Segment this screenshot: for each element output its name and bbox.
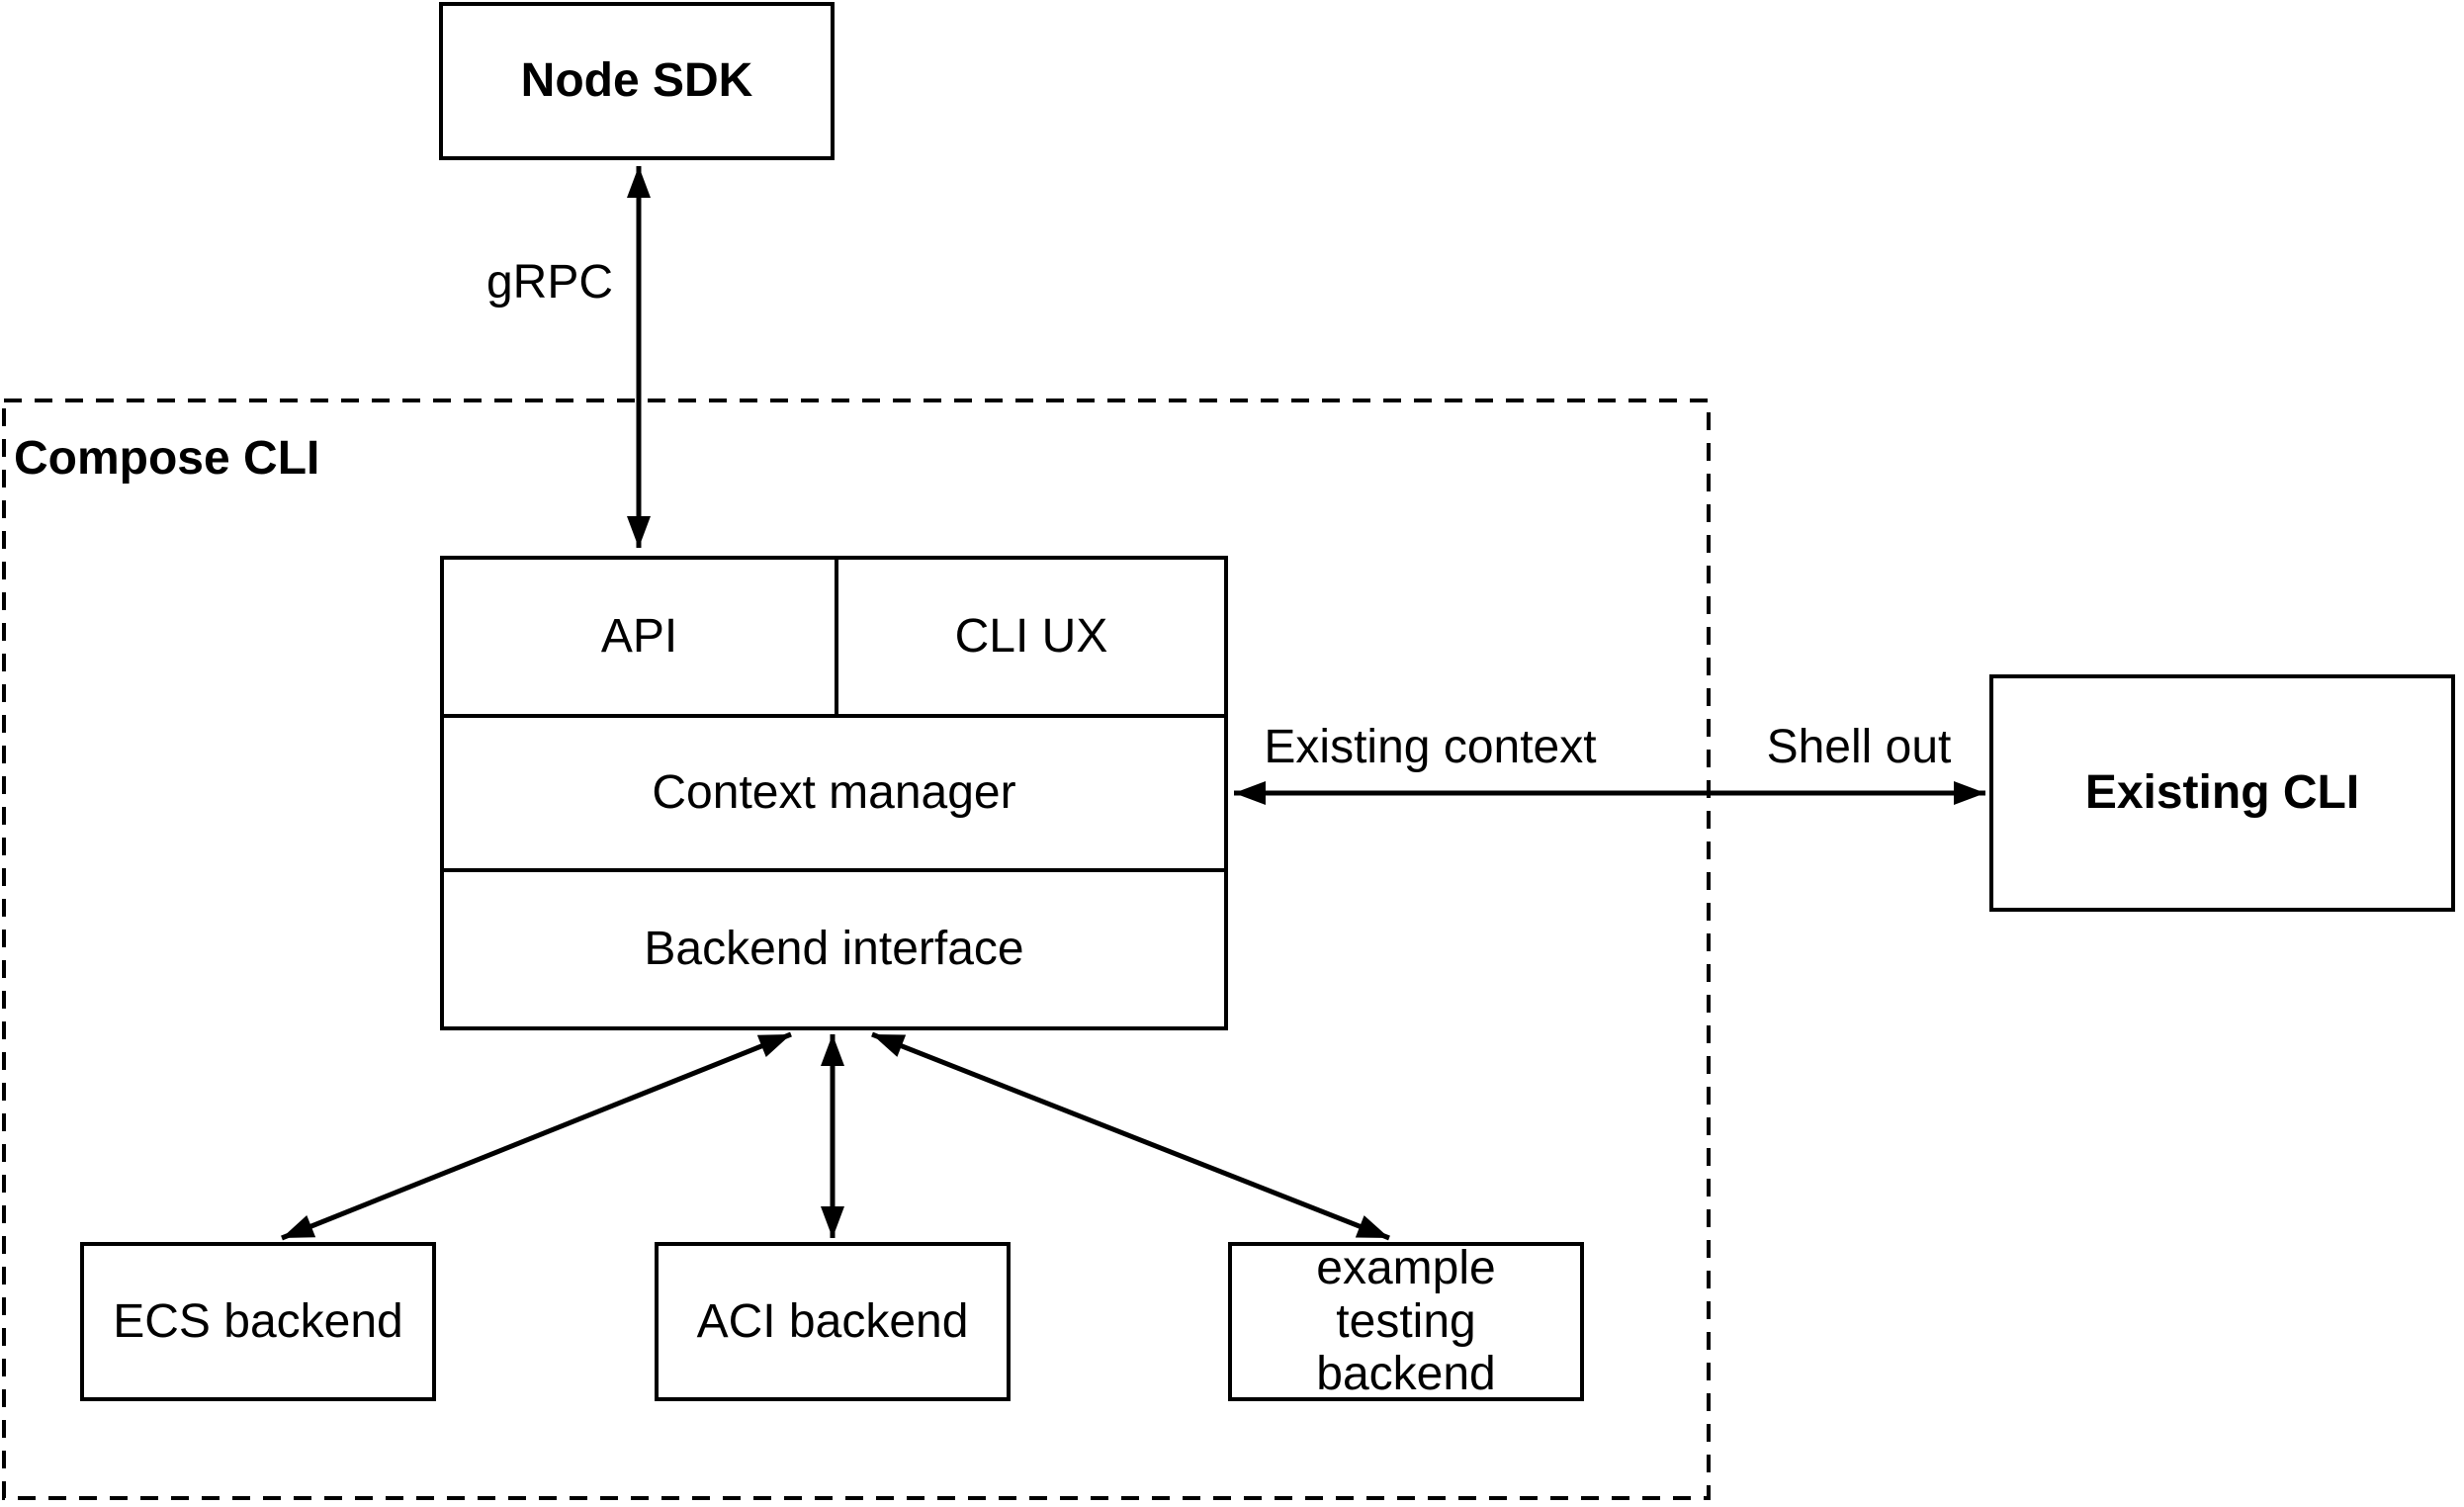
api-cliux-divider (835, 560, 838, 714)
existing-context-edge-label: Existing context (1264, 721, 1597, 773)
backend-interface-cell: Backend interface (444, 872, 1224, 1026)
cli-ux-cell: CLI UX (838, 560, 1224, 714)
shell-out-edge-label: Shell out (1766, 721, 1952, 773)
row-divider-2 (444, 868, 1224, 872)
ecs-backend-box: ECS backend (80, 1242, 436, 1401)
ecs-backend-label: ECS backend (113, 1294, 403, 1348)
row-divider-1 (444, 714, 1224, 718)
context-manager-label: Context manager (652, 766, 1016, 820)
backend-ecs-arrow (281, 1031, 792, 1241)
compose-cli-label: Compose CLI (14, 432, 320, 485)
cli-ux-label: CLI UX (954, 610, 1108, 664)
existing-cli-label: Existing CLI (2084, 766, 2360, 820)
existing-cli-box: Existing CLI (1989, 674, 2455, 912)
example-testing-backend-box: example testing backend (1228, 1242, 1584, 1401)
aci-backend-box: ACI backend (655, 1242, 1011, 1401)
backend-example-arrow (871, 1031, 1390, 1241)
node-sdk-box: Node SDK (439, 2, 835, 160)
api-cell: API (444, 560, 835, 714)
grpc-edge-label: gRPC (485, 256, 613, 309)
api-label: API (600, 610, 678, 664)
aci-backend-label: ACI backend (696, 1294, 969, 1348)
example-testing-backend-label: example testing backend (1316, 1241, 1496, 1401)
context-manager-cell: Context manager (444, 718, 1224, 868)
node-sdk-label: Node SDK (520, 54, 753, 108)
compose-cli-core-box: API CLI UX Context manager Backend inter… (440, 556, 1228, 1030)
backend-interface-label: Backend interface (644, 923, 1024, 976)
